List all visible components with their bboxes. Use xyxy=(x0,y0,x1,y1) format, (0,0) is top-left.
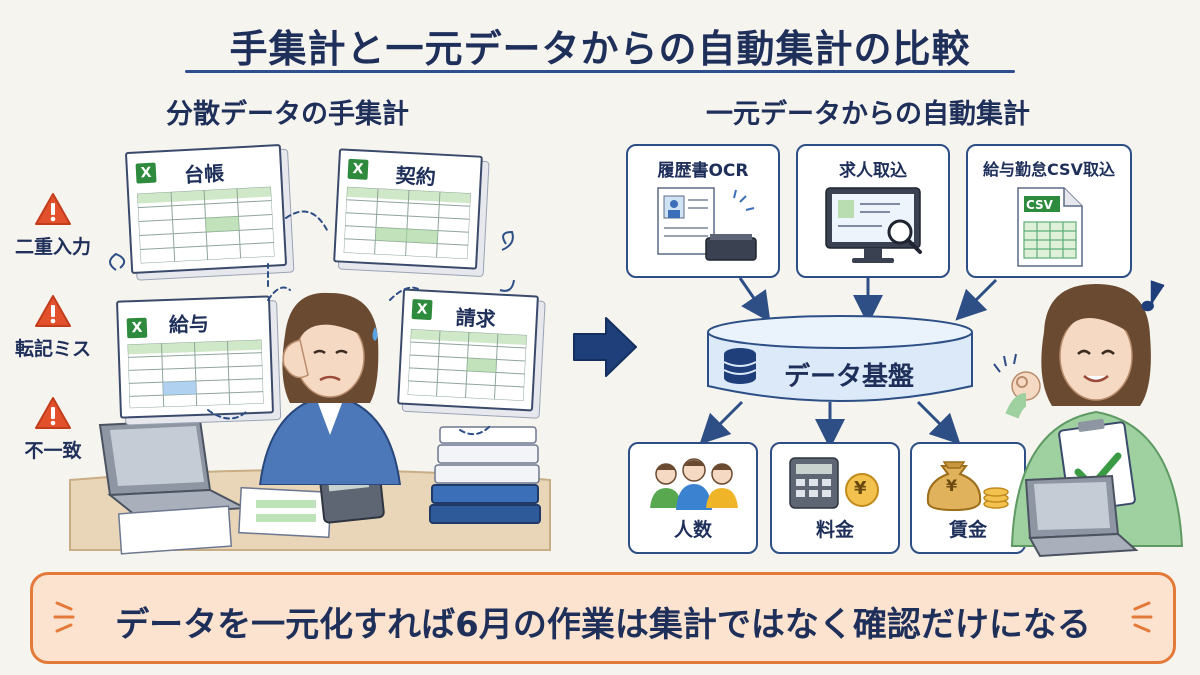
output-headcount: 人数 xyxy=(628,442,758,554)
source-payroll-csv-import: 給与勤怠CSV取込 CSV xyxy=(966,144,1132,278)
confusion-arrows xyxy=(109,210,515,436)
sheet-title: 台帳 xyxy=(183,161,225,188)
arrow-right-icon xyxy=(573,317,637,377)
ok-hand xyxy=(1005,371,1041,419)
source-label: 給与勤怠CSV取込 xyxy=(983,160,1115,179)
spreadsheet-billing: X 請求 xyxy=(397,288,539,412)
warning-icon xyxy=(35,193,71,225)
output-wages: ¥ 賃金 xyxy=(910,442,1026,554)
sheet-grid xyxy=(127,339,264,409)
source-label: 求人取込 xyxy=(839,161,907,181)
warning-label: 不一致 xyxy=(24,440,82,462)
laptop-icon xyxy=(1024,474,1139,558)
output-fees: ¥ 料金 xyxy=(770,442,900,554)
emphasis-lines-right xyxy=(1131,601,1153,633)
folder-stack-icon xyxy=(429,426,541,524)
source-label: 履歴書OCR xyxy=(657,161,749,181)
excel-icon: X xyxy=(135,162,157,184)
right-heading: 一元データからの自動集計 xyxy=(706,99,1030,130)
left-heading: 分散データの手集計 xyxy=(166,99,409,130)
people-icon xyxy=(650,458,738,510)
calculator-icon xyxy=(789,457,879,509)
warning-label: 転記ミス xyxy=(14,338,91,360)
sheet-grid xyxy=(137,186,275,264)
desk-illustration xyxy=(69,418,551,555)
monitor-search-icon xyxy=(825,187,922,263)
warning-mismatch: 不一致 xyxy=(8,396,98,463)
csv-file-label: CSV xyxy=(1026,198,1053,212)
output-label: 人数 xyxy=(673,519,712,541)
title-underline xyxy=(185,70,1015,73)
database-platform xyxy=(707,315,973,402)
stressed-worker-illustration xyxy=(258,292,402,485)
excel-icon: X xyxy=(347,158,369,180)
music-note-icon xyxy=(1141,280,1165,312)
conclusion-text: データを一元化すれば6月の作業は集計ではなく確認だけになる xyxy=(115,605,1091,645)
laptop-icon xyxy=(98,418,249,517)
output-label: 賃金 xyxy=(948,519,987,541)
output-label: 料金 xyxy=(815,519,854,541)
money-bag-icon xyxy=(926,461,1009,512)
output-arrows xyxy=(699,400,961,444)
source-job-import: 求人取込 xyxy=(796,144,950,278)
page-title: 手集計と一元データからの自動集計の比較 xyxy=(229,27,971,71)
database-label: データ基盤 xyxy=(784,362,915,392)
sheet-grid xyxy=(343,186,471,260)
warning-double-entry: 二重入力 xyxy=(8,192,98,259)
sheet-title: 契約 xyxy=(395,163,437,190)
scanner-icon xyxy=(657,187,757,261)
spreadsheet-payroll: X 給与 xyxy=(115,295,275,419)
sheet-grid xyxy=(407,328,527,401)
yen-symbol: ¥ xyxy=(946,476,958,495)
warning-label: 二重入力 xyxy=(14,236,91,258)
csv-file-icon xyxy=(1017,187,1083,267)
warning-icon xyxy=(35,295,71,327)
source-resume-ocr: 履歴書OCR xyxy=(626,144,780,278)
yen-symbol: ¥ xyxy=(854,478,867,499)
spreadsheet-contract: X 契約 xyxy=(333,148,483,270)
spreadsheet-ledger: X 台帳 xyxy=(124,144,288,274)
emphasis-lines-left xyxy=(53,601,75,633)
warning-transcription-error: 転記ミス xyxy=(8,294,98,361)
database-icon xyxy=(723,348,757,384)
warning-icon xyxy=(35,397,71,429)
conclusion-banner: データを一元化すれば6月の作業は集計ではなく確認だけになる xyxy=(30,572,1176,664)
input-arrows xyxy=(738,277,998,324)
